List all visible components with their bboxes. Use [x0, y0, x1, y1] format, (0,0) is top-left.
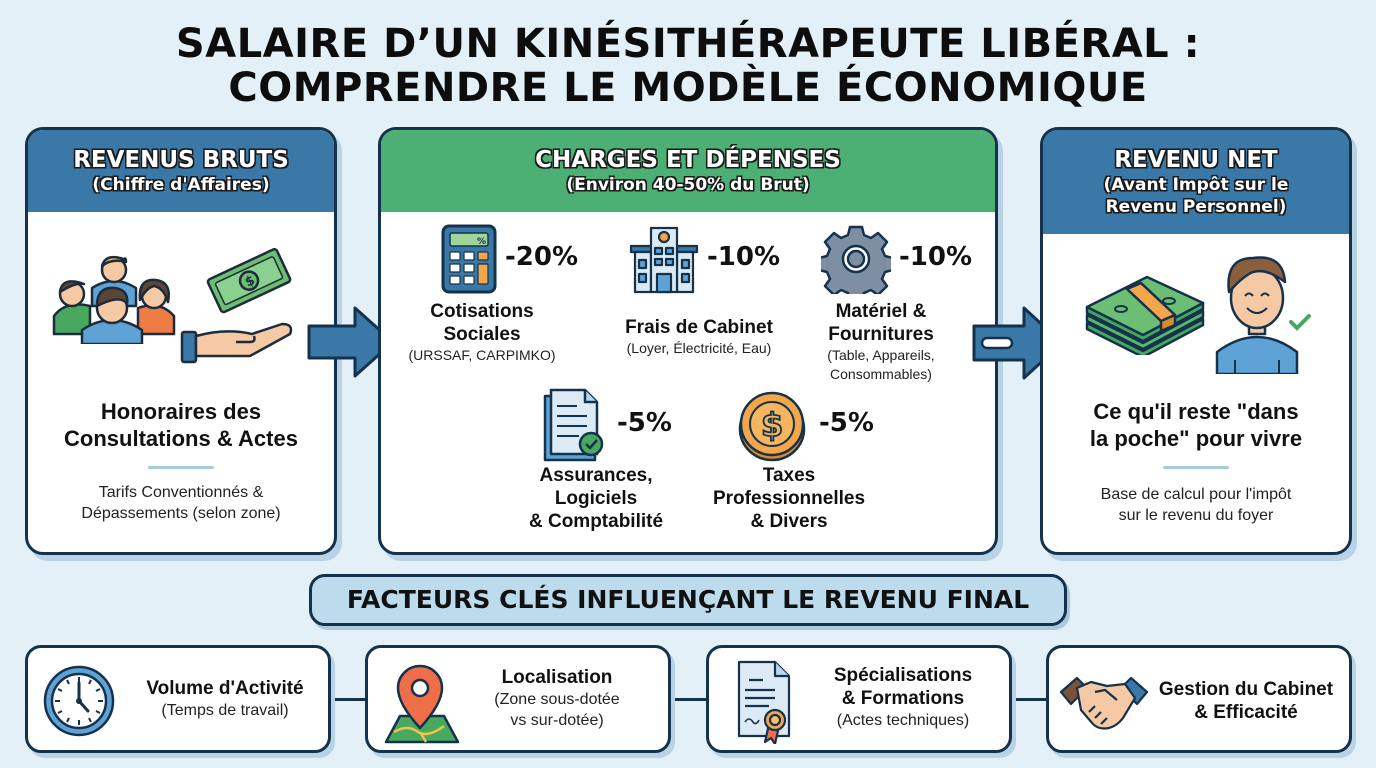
factor-subtitle-line2: vs sur-dotée): [510, 712, 604, 729]
charges-subtitle: (Environ 40-50% du Brut): [566, 175, 810, 195]
map-pin-icon: [384, 664, 460, 744]
charge-percent: -5%: [819, 408, 874, 438]
factor-text: Volume d'Activité (Temps de travail): [126, 677, 324, 721]
charge-percent: -10%: [899, 242, 973, 272]
gross-revenue-panel: REVENUS BRUTS (Chiffre d'Affaires) $: [25, 127, 337, 555]
net-revenue-subtitle-line1: (Avant Impôt sur le: [1103, 175, 1289, 195]
net-sub-label-line1: Base de calcul pour l'impôt: [1100, 486, 1292, 503]
patients-group-icon: [52, 255, 176, 344]
charge-label-line1: Cotisations: [430, 301, 534, 322]
coin-dollar-icon: $: [738, 391, 806, 462]
factors-banner: FACTEURS CLÉS INFLUENÇANT LE REVENU FINA…: [309, 574, 1067, 626]
charge-item-equipment: -10% Matériel & Fournitures (Table, Appa…: [811, 224, 981, 394]
net-revenue-title: REVENU NET: [1114, 147, 1278, 173]
charge-label-line2: Sociales: [443, 324, 521, 345]
factor-subtitle-line1: (Zone sous-dotée: [494, 691, 620, 708]
charges-panel: CHARGES ET DÉPENSES (Environ 40-50% du B…: [378, 127, 998, 555]
factor-specializations: Spécialisations & Formations (Actes tech…: [706, 645, 1012, 753]
svg-text:%: %: [477, 237, 486, 247]
title-line-1: SALAIRE D’UN KINÉSITHÉRAPEUTE LIBÉRAL :: [175, 21, 1201, 67]
gross-revenue-title: REVENUS BRUTS: [73, 147, 289, 173]
factor-title-line1: Spécialisations: [833, 665, 973, 686]
charge-detail: (Loyer, Électricité, Eau): [626, 340, 772, 356]
handshake-icon: [1059, 676, 1149, 730]
charge-item-taxes: $ -5% Taxes Professionnelles & Divers: [699, 388, 899, 538]
factor-text: Gestion du Cabinet & Efficacité: [1143, 678, 1349, 724]
factor-practice-management: Gestion du Cabinet & Efficacité: [1046, 645, 1352, 753]
gross-main-label-line1: Honoraires des: [100, 399, 262, 424]
page-title: SALAIRE D’UN KINÉSITHÉRAPEUTE LIBÉRAL : …: [0, 22, 1376, 110]
factor-title: Volume d'Activité: [146, 678, 304, 699]
connector-line: [1008, 698, 1048, 701]
charge-label-line2: Fournitures: [828, 324, 934, 345]
building-icon: [629, 226, 699, 294]
connector-line: [668, 698, 708, 701]
net-main-label-line1: Ce qu'il reste "dans: [1093, 399, 1299, 424]
gross-main-label: Honoraires des Consultations & Actes: [28, 398, 334, 452]
factor-subtitle: (Actes techniques): [836, 712, 970, 729]
title-line-2: COMPRENDRE LE MODÈLE ÉCONOMIQUE: [228, 65, 1148, 111]
money-stack-icon: [1085, 275, 1205, 355]
gross-main-label-line2: Consultations & Actes: [64, 426, 298, 451]
gross-revenue-subtitle: (Chiffre d'Affaires): [92, 175, 270, 195]
charge-percent: -10%: [707, 242, 781, 272]
net-main-label-line2: la poche" pour vivre: [1089, 426, 1303, 451]
factor-subtitle: (Temps de travail): [161, 702, 289, 719]
happy-person-icon: [1215, 256, 1311, 374]
charge-label-line3: & Divers: [750, 511, 828, 532]
factor-title: Localisation: [501, 667, 613, 688]
factor-location: Localisation (Zone sous-dotée vs sur-dot…: [365, 645, 671, 753]
charge-item-insurance-software: -5% Assurances, Logiciels & Comptabilité: [511, 388, 681, 538]
net-sub-label: Base de calcul pour l'impôt sur le reven…: [1043, 484, 1349, 526]
charge-label-line2: Professionnelles: [712, 488, 866, 509]
charges-header: CHARGES ET DÉPENSES (Environ 40-50% du B…: [381, 130, 995, 212]
charges-title: CHARGES ET DÉPENSES: [535, 147, 841, 173]
charge-label-line1: Matériel &: [835, 301, 927, 322]
factor-text: Localisation (Zone sous-dotée vs sur-dot…: [468, 666, 646, 731]
charge-percent: -20%: [505, 242, 579, 272]
clock-icon: [43, 665, 115, 737]
document-check-icon: [543, 388, 604, 462]
net-revenue-panel: REVENU NET (Avant Impôt sur le Revenu Pe…: [1040, 127, 1352, 555]
charge-item-office-costs: -10% Frais de Cabinet (Loyer, Électricit…: [599, 224, 799, 374]
charge-percent: -5%: [617, 408, 672, 438]
charge-label-line2: Logiciels: [554, 488, 638, 509]
charge-detail-line2: Consommables): [830, 366, 932, 382]
factor-title-line2: & Formations: [841, 688, 965, 709]
net-revenue-header: REVENU NET (Avant Impôt sur le Revenu Pe…: [1043, 130, 1349, 234]
divider: [1163, 466, 1229, 469]
gear-icon: [821, 225, 891, 294]
charge-detail-line1: (Table, Appareils,: [827, 347, 935, 363]
svg-text:$: $: [761, 406, 783, 444]
factor-title-line1: Gestion du Cabinet: [1158, 679, 1334, 700]
hand-receiving-money-icon: $: [180, 248, 293, 364]
charge-item-social-contributions: % -20% Cotisations Sociales (URSSAF, CAR…: [407, 224, 587, 374]
certificate-icon: [737, 660, 791, 744]
net-sub-label-line2: sur le revenu du foyer: [1118, 507, 1274, 524]
charge-detail: (URSSAF, CARPIMKO): [408, 347, 556, 363]
factor-text: Spécialisations & Formations (Actes tech…: [805, 664, 1001, 731]
gross-revenue-header: REVENUS BRUTS (Chiffre d'Affaires): [28, 130, 334, 212]
charge-label-line1: Taxes: [762, 465, 816, 486]
factor-title-line2: & Efficacité: [1194, 702, 1298, 723]
calculator-icon: %: [441, 224, 497, 294]
charge-label-line1: Frais de Cabinet: [625, 317, 773, 338]
connector-line: [330, 698, 368, 701]
charge-label-line1: Assurances,: [539, 465, 653, 486]
gross-sub-label: Tarifs Conventionnés & Dépassements (sel…: [28, 482, 334, 524]
charge-label-line3: & Comptabilité: [528, 511, 664, 532]
factor-activity-volume: Volume d'Activité (Temps de travail): [25, 645, 331, 753]
gross-sub-label-line2: Dépassements (selon zone): [81, 505, 281, 522]
gross-sub-label-line1: Tarifs Conventionnés &: [98, 484, 264, 501]
net-revenue-subtitle-line2: Revenu Personnel): [1105, 197, 1287, 217]
divider: [148, 466, 214, 469]
net-main-label: Ce qu'il reste "dans la poche" pour vivr…: [1043, 398, 1349, 452]
flow-arrow-icon: [307, 306, 395, 378]
